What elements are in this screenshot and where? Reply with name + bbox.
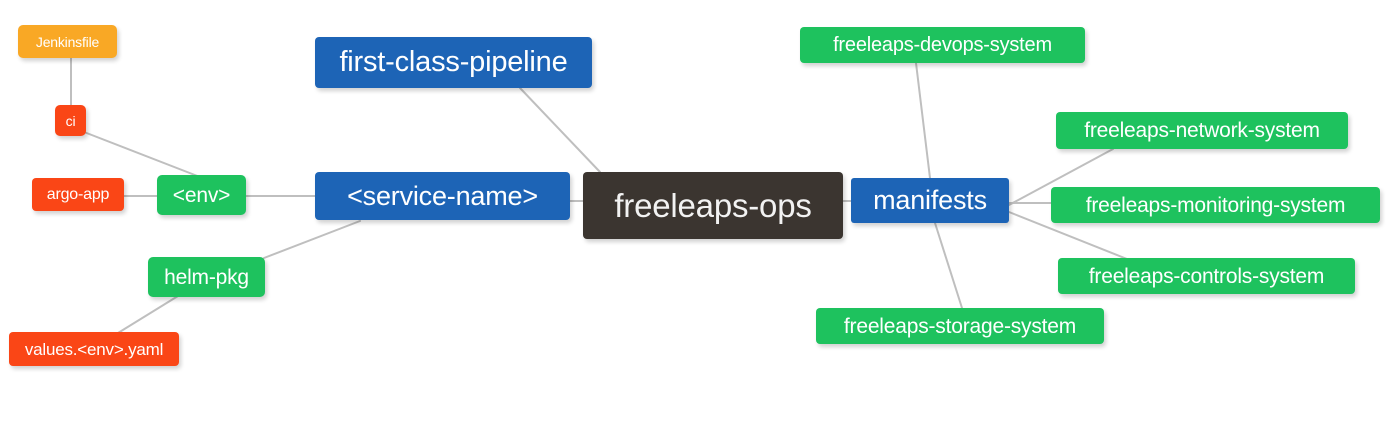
node-manifests[interactable]: manifests bbox=[851, 178, 1009, 223]
node-label-service-name: <service-name> bbox=[347, 180, 538, 211]
node-label-manifests: manifests bbox=[873, 185, 987, 215]
node-label-env: <env> bbox=[172, 183, 231, 207]
node-label-values-yaml: values.<env>.yaml bbox=[24, 339, 164, 359]
node-freeleaps-controls-system[interactable]: freeleaps-controls-system bbox=[1058, 258, 1355, 294]
node-ci[interactable]: ci bbox=[55, 105, 86, 136]
node-label-freeleaps-ops: freeleaps-ops bbox=[614, 187, 812, 224]
edge-service-name-to-helm-pkg bbox=[263, 220, 361, 259]
node-label-argo-app: argo-app bbox=[46, 185, 110, 203]
edge-manifests-to-freeleaps-devops-system bbox=[915, 62, 931, 179]
node-argo-app[interactable]: argo-app bbox=[32, 178, 124, 211]
node-freeleaps-monitoring-system[interactable]: freeleaps-monitoring-system bbox=[1051, 187, 1380, 223]
node-label-first-class-pipeline: first-class-pipeline bbox=[339, 46, 568, 78]
edge-helm-pkg-to-values-yaml bbox=[117, 295, 179, 334]
edge-ci-to-env bbox=[83, 131, 201, 178]
node-label-freeleaps-network-system: freeleaps-network-system bbox=[1084, 119, 1320, 142]
edge-first-class-pipeline-to-freeleaps-ops bbox=[519, 87, 601, 173]
edge-manifests-to-freeleaps-storage-system bbox=[934, 222, 963, 309]
node-env[interactable]: <env> bbox=[157, 175, 246, 215]
node-freeleaps-devops-system[interactable]: freeleaps-devops-system bbox=[800, 27, 1085, 63]
node-freeleaps-storage-system[interactable]: freeleaps-storage-system bbox=[816, 308, 1104, 344]
node-label-freeleaps-storage-system: freeleaps-storage-system bbox=[843, 314, 1077, 338]
node-label-freeleaps-monitoring-system: freeleaps-monitoring-system bbox=[1085, 193, 1346, 217]
node-label-freeleaps-devops-system: freeleaps-devops-system bbox=[833, 34, 1052, 56]
node-service-name[interactable]: <service-name> bbox=[315, 172, 570, 220]
node-label-ci: ci bbox=[65, 112, 76, 129]
node-label-freeleaps-controls-system: freeleaps-controls-system bbox=[1088, 264, 1325, 288]
node-first-class-pipeline[interactable]: first-class-pipeline bbox=[315, 37, 592, 88]
node-helm-pkg[interactable]: helm-pkg bbox=[148, 257, 265, 297]
node-freeleaps-network-system[interactable]: freeleaps-network-system bbox=[1056, 112, 1348, 149]
node-values-yaml[interactable]: values.<env>.yaml bbox=[9, 332, 179, 366]
node-label-jenkinsfile: Jenkinsfile bbox=[35, 33, 100, 50]
node-jenkinsfile[interactable]: Jenkinsfile bbox=[18, 25, 117, 58]
node-freeleaps-ops[interactable]: freeleaps-ops bbox=[583, 172, 843, 239]
node-label-helm-pkg: helm-pkg bbox=[164, 265, 249, 289]
